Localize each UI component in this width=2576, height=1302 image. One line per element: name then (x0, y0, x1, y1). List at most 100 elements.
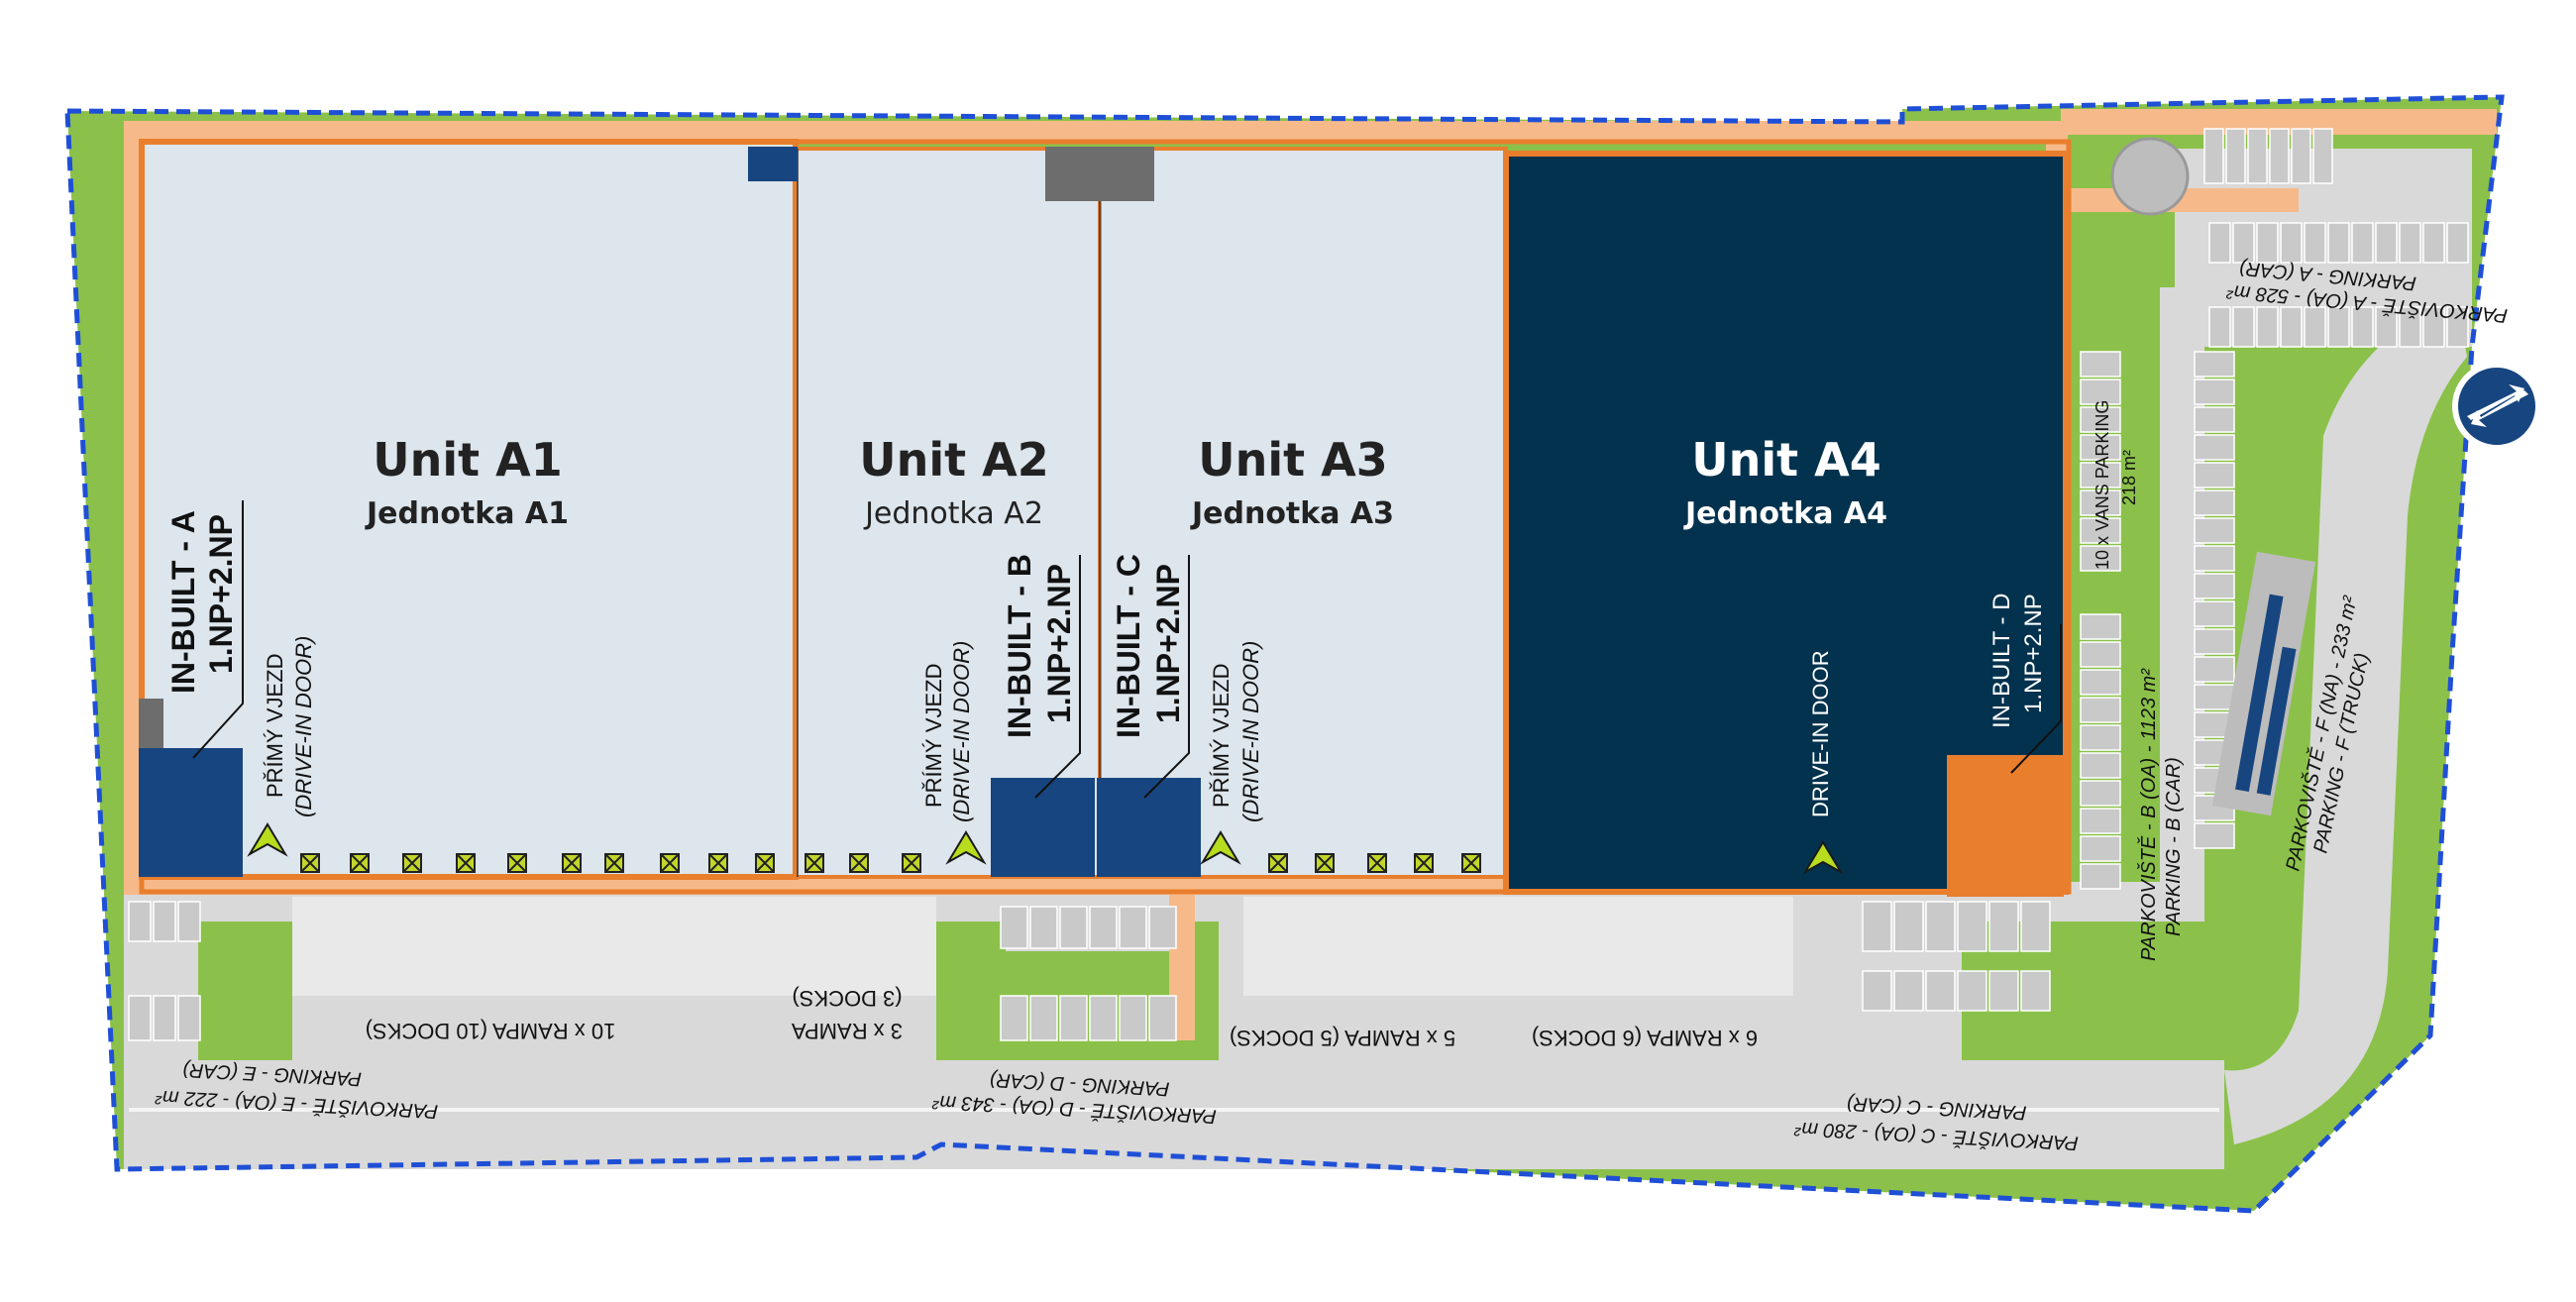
dock-door-icon (402, 853, 422, 873)
parking-stall (1119, 906, 1147, 949)
parking-stalls (128, 128, 2469, 1041)
parking-stall (2080, 406, 2121, 433)
parking-stall (1029, 906, 1058, 949)
parking-stall (1862, 970, 1892, 1012)
roof-unit (1045, 147, 1154, 201)
parking-stall (2194, 351, 2235, 378)
parking-stall (2399, 222, 2421, 264)
parking-stall (2375, 222, 2398, 264)
parking-b-line2: PARKING - B (CAR) (2163, 757, 2185, 936)
parking-stall (177, 901, 201, 942)
parking-stall (2080, 613, 2121, 640)
parking-stall (1059, 906, 1088, 949)
parking-stall (2194, 406, 2235, 433)
parking-stall (2080, 863, 2121, 890)
dock-door-icon (805, 853, 824, 873)
parking-stall (2280, 222, 2303, 264)
drive-in-a4: DRIVE-IN DOOR (1808, 650, 1833, 817)
parking-stall (1119, 995, 1147, 1041)
dock-door-icon (755, 853, 775, 873)
parking-stall (153, 901, 176, 942)
parking-stall (1089, 995, 1118, 1041)
parking-stall (2375, 306, 2398, 348)
parking-stall (2446, 306, 2469, 348)
unit-a2-subtitle: Jednotka A2 (863, 496, 1043, 531)
parking-stall (2020, 901, 2051, 952)
parking-stall (2225, 128, 2246, 184)
leader-lines (192, 500, 2062, 799)
parking-stall (2080, 545, 2121, 572)
dock-door-icon (1268, 853, 1288, 873)
parking-stall (2208, 306, 2231, 348)
parking-stall (1000, 995, 1028, 1041)
parking-stall (128, 995, 152, 1041)
ramp-10-label: 10 x RAMPA (10 DOCKS) (366, 1019, 616, 1043)
inbuilt-c-line2: 1.NP+2.NP (1150, 564, 1186, 723)
unit-a4-title: Unit A4 (1691, 433, 1880, 487)
parking-stall (2194, 462, 2235, 488)
dock-door-icon (456, 853, 476, 873)
parking-stall (2194, 573, 2235, 599)
parking-stall (1000, 906, 1028, 949)
inbuilt-a-annex (139, 699, 163, 748)
dock-door-icon (1315, 853, 1335, 873)
drive-in-a3-en: (DRIVE-IN DOOR) (1238, 641, 1263, 822)
parking-stall (2080, 669, 2121, 696)
inbuilt-b-line2: 1.NP+2.NP (1041, 564, 1077, 723)
dock-door-icon (562, 853, 582, 873)
parking-stall (2269, 128, 2290, 184)
parking-stall (2194, 822, 2235, 849)
parking-stall (2232, 222, 2255, 264)
parking-stall (2399, 306, 2421, 348)
unit-a3-title: Unit A3 (1198, 433, 1387, 487)
parking-stall (2080, 489, 2121, 516)
parking-stall (2194, 628, 2235, 655)
parking-stall (2194, 517, 2235, 544)
parking-stall (2327, 306, 2350, 348)
parking-stall (2208, 222, 2231, 264)
parking-stall (2304, 306, 2326, 348)
parking-stall (1957, 970, 1987, 1012)
parking-stall (2194, 600, 2235, 627)
parking-stall (2194, 545, 2235, 572)
drive-in-a1-en: (DRIVE-IN DOOR) (291, 636, 316, 817)
parking-stall (1089, 906, 1118, 949)
inbuilt-c-line1: IN-BUILT - C (1111, 554, 1146, 738)
parking-stall (2351, 222, 2374, 264)
parking-stall (2080, 780, 2121, 807)
drive-in-arrow-icon (247, 822, 288, 857)
tank-circle (2110, 137, 2190, 216)
inbuilt-d-line2: 1.NP+2.NP (2020, 594, 2047, 713)
road-markings (129, 1108, 2219, 1112)
parking-stall (2080, 808, 2121, 834)
parking-stall (153, 995, 176, 1041)
parking-stall (1893, 901, 1924, 952)
parking-stall (2351, 306, 2374, 348)
unit-a1-subtitle: Jednotka A1 (365, 496, 569, 531)
dock-doors (300, 853, 1481, 873)
dock-door-icon (660, 853, 680, 873)
dock-door-icon (1367, 853, 1387, 873)
parking-aisle (1243, 897, 1793, 996)
inbuilt-d-line1: IN-BUILT - D (1988, 594, 2015, 728)
parking-stall (1148, 906, 1177, 949)
parking-stall (2080, 517, 2121, 544)
inbuilt-a-block (139, 748, 243, 877)
parking-stall (2327, 222, 2350, 264)
parking-stall (177, 995, 201, 1041)
inbuilt-b-line1: IN-BUILT - B (1002, 554, 1037, 738)
parking-stall (2312, 128, 2333, 184)
unit-a1-title: Unit A1 (373, 433, 562, 487)
parking-stall (2422, 306, 2445, 348)
parking-stall (128, 901, 152, 942)
entry-exit-arrows-icon (2452, 362, 2541, 451)
dock-door-icon (849, 853, 869, 873)
parking-stall (2020, 970, 2051, 1012)
parking-stall (2080, 752, 2121, 779)
parking-stall (2304, 222, 2326, 264)
parking-stall (1893, 970, 1924, 1012)
unit-a4-subtitle: Jednotka A4 (1683, 496, 1887, 531)
parking-stall (2194, 684, 2235, 710)
parking-stall (1059, 995, 1088, 1041)
